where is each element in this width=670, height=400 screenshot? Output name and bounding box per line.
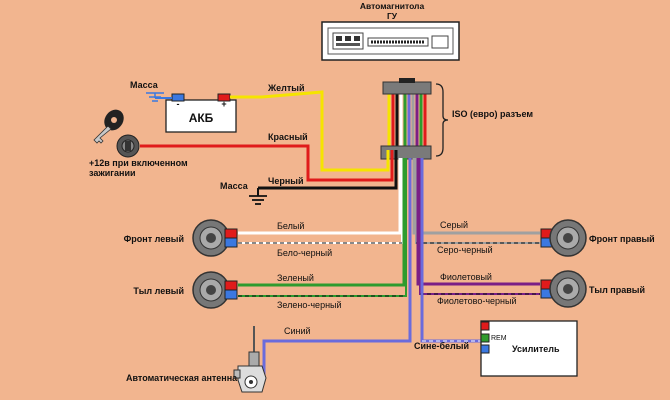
head-unit: Автомагнитола ГУ [321,1,460,61]
iso-connector: ISO (евро) разъем [380,78,533,160]
wire-label-black: Черный [268,176,303,186]
wire-label-gray-black: Серо-черный [437,245,493,255]
battery: - + АКБ Масса [130,80,237,133]
speaker-rear-left-label: Тыл левый [133,286,184,296]
wire-label-green-black: Зелено-черный [277,300,342,310]
ground-label: Масса [220,181,249,191]
amplifier-rem-label: REM [491,335,507,342]
antenna: Автоматическая антенна [126,326,267,393]
key-icon [93,109,124,144]
wire-label-blue: Синий [284,326,311,336]
speaker-front-right-label: Фронт правый [589,234,655,244]
battery-ground-label: Масса [130,80,159,90]
wire-label-white-black: Бело-черный [277,248,332,258]
wire-label-violet-black: Фиолетово-черный [437,296,517,306]
wire-label-gray: Серый [440,220,468,230]
wire-label-green: Зеленый [277,273,314,283]
speaker-rear-right-label: Тыл правый [589,285,645,295]
connector-label: ISO (евро) разъем [452,109,533,119]
speaker-rear-left: Тыл левый [133,271,238,309]
head-unit-title-line2: ГУ [387,11,398,21]
battery-label: АКБ [189,111,214,125]
wire-label-violet: Фиолетовый [440,272,492,282]
speaker-front-right: Фронт правый [540,219,655,257]
head-unit-title-line1: Автомагнитола [360,1,425,11]
wire-label-red: Красный [268,132,308,142]
power-wires: Масса Желтый Красный Черный [140,83,398,205]
ignition-label-line2: зажигании [89,168,136,178]
speaker-rear-right: Тыл правый [540,270,645,308]
battery-plus: + [221,99,226,109]
wire-label-yellow: Желтый [267,83,304,93]
ignition-key: +12в при включенном зажигании [89,109,188,178]
wire-label-blue-white: Сине-белый [414,341,469,351]
left-speaker-wires: Белый Бело-черный Зеленый Зелено-черный [238,158,407,310]
antenna-label: Автоматическая антенна [126,373,238,383]
wire-label-white: Белый [277,221,304,231]
right-speaker-wires: Серый Серо-черный Фиолетовый Фиолетово-ч… [412,158,540,306]
amplifier: Сине-белый REM Усилитель [414,158,578,377]
speaker-front-left-label: Фронт левый [124,234,184,244]
amplifier-label: Усилитель [512,344,560,354]
antenna-wire: Синий [262,158,412,382]
battery-minus: - [177,99,180,109]
speaker-front-left: Фронт левый [124,219,238,257]
ignition-label-line1: +12в при включенном [89,158,188,168]
